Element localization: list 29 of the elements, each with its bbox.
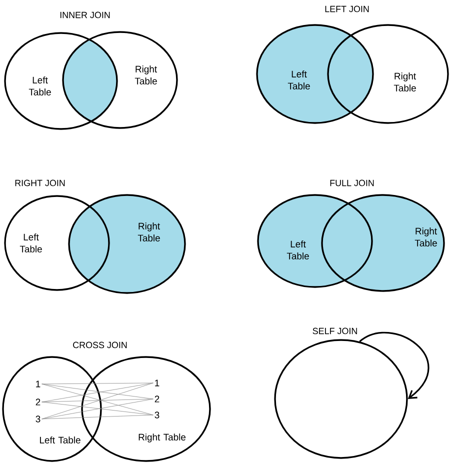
table-label: Left Table (288, 70, 310, 90)
join-title: LEFT JOIN (324, 5, 370, 13)
row-number: 3 (36, 416, 40, 422)
table-label: Right Table (414, 228, 437, 246)
connector-line (42, 402, 154, 416)
table-label: Left Table (286, 240, 309, 260)
connector-line (42, 414, 154, 420)
table-label: Right Table (138, 222, 160, 242)
table-label: Right Table (138, 434, 186, 442)
self-loop-arrow (359, 332, 430, 399)
venn-circle (274, 339, 408, 459)
row-number: 2 (36, 398, 40, 406)
table-label: Left Table (20, 234, 42, 252)
row-number: 2 (154, 396, 160, 402)
table-label: Right Table (134, 66, 157, 84)
table-label: Right Table (394, 72, 416, 92)
join-title: SELF JOIN (312, 327, 358, 335)
join-title: RIGHT JOIN (14, 179, 66, 187)
row-number: 3 (154, 412, 160, 418)
row-number: 1 (155, 380, 160, 386)
connector-line (42, 398, 154, 420)
join-title: INNER JOIN (59, 11, 111, 19)
table-label: Left Table (40, 436, 80, 444)
connector-line (42, 382, 154, 384)
join-title: CROSS JOIN (72, 341, 128, 349)
row-number: 1 (36, 380, 40, 388)
table-label: Left Table (28, 76, 51, 96)
join-title: FULL JOIN (329, 179, 375, 187)
connector-line (42, 398, 154, 402)
